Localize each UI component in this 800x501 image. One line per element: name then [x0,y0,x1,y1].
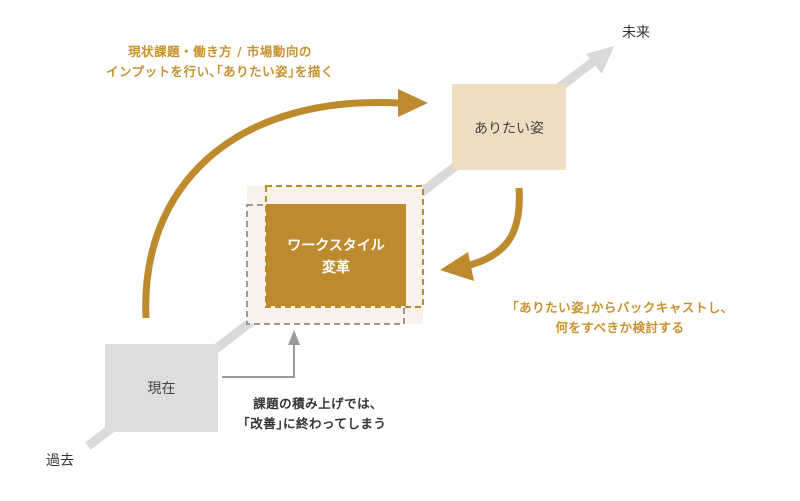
top-note: 現状課題・働き方 / 市場動向の インプットを行い､｢ありたい姿｣を描く [70,42,370,82]
bottom-note: 課題の積み上げでは､ ｢改善｣に終わってしまう [205,394,425,434]
past-label: 過去 [46,453,74,469]
workstyle-box-label: ワークスタイル 変革 [266,235,406,279]
improvement-arrowhead [288,330,300,345]
improvement-arrow [222,344,295,378]
time-axis-arrowhead [586,46,614,74]
current-box-label: 現在 [147,381,176,397]
ideal-box-label: ありたい姿 [474,121,544,137]
right-note-line-1: ｢ありたい姿｣からバックキャストし､ [512,300,728,315]
current-box [105,344,218,432]
backcast-arrow [469,187,523,269]
right-note: ｢ありたい姿｣からバックキャストし､ 何をすべきか検討する [470,298,770,338]
top-note-line-1: 現状課題・働き方 / 市場動向の [128,44,312,59]
bottom-note-line-1: 課題の積み上げでは､ [253,396,377,411]
future-label: 未来 [622,25,650,41]
workstyle-label-line-1: ワークスタイル [287,238,385,254]
bottom-note-line-2: ｢改善｣に終わってしまう [243,416,387,431]
workstyle-box [266,204,406,306]
right-note-line-2: 何をすべきか検討する [555,320,685,335]
backcast-input-arrow [142,99,399,319]
workstyle-label-line-2: 変革 [322,260,350,276]
ideal-box [452,84,566,170]
top-note-line-2: インプットを行い､｢ありたい姿｣を描く [106,64,334,79]
backcast-input-arrowhead [398,89,428,117]
improvement-dashed-box [246,204,405,325]
backcast-arrowhead [440,252,474,281]
